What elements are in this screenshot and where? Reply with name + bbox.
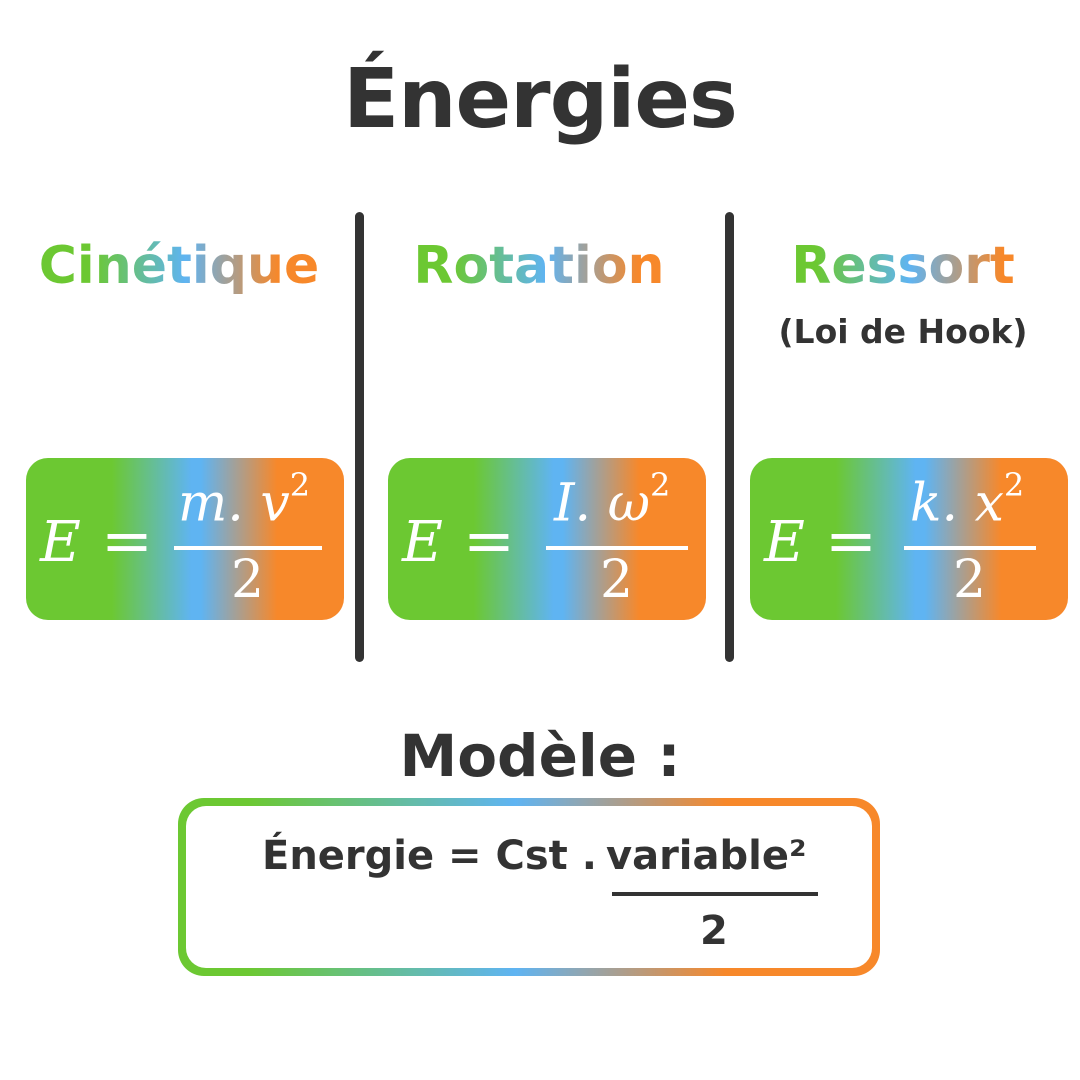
- model-expression: Énergie = Cst .: [262, 833, 597, 879]
- formula-exponent: 2: [289, 466, 311, 504]
- formula-numerator: I. ω2: [554, 466, 670, 534]
- formula-numerator-text: k. x: [910, 473, 1004, 534]
- subheading-ressort: (Loi de Hook): [778, 312, 1028, 351]
- formula-equals: =: [825, 504, 877, 577]
- formula-numerator: m. v2: [178, 466, 310, 534]
- heading-ressort: Ressort: [748, 236, 1058, 296]
- formula-lhs: E: [402, 510, 443, 575]
- fraction-bar: [904, 546, 1036, 550]
- fraction-bar: [546, 546, 688, 550]
- formula-card-ressort: E = k. x2 2: [750, 458, 1068, 620]
- column-divider-1: [355, 212, 364, 662]
- formula-card-rotation: E = I. ω2 2: [388, 458, 706, 620]
- heading-rotation: Rotation: [384, 236, 694, 296]
- model-box-inner: [186, 806, 872, 968]
- formula-lhs: E: [764, 510, 805, 575]
- formula-numerator-text: m. v: [178, 473, 290, 534]
- formula-denominator: 2: [600, 550, 634, 610]
- formula-card-cinetique: E = m. v2 2: [26, 458, 344, 620]
- formula-equals: =: [101, 504, 153, 577]
- heading-cinetique: Cinétique: [24, 236, 334, 296]
- page-title: Énergies: [343, 52, 738, 147]
- formula-exponent: 2: [650, 466, 671, 504]
- model-box: [178, 798, 880, 976]
- model-numerator: variable²: [606, 833, 807, 879]
- model-title: Modèle :: [399, 722, 681, 790]
- fraction-bar: [174, 546, 322, 550]
- formula-numerator: k. x2: [910, 466, 1024, 534]
- formula-denominator: 2: [231, 550, 265, 610]
- formula-denominator: 2: [953, 550, 987, 610]
- formula-exponent: 2: [1003, 466, 1025, 504]
- formula-numerator-text: I. ω: [554, 473, 651, 534]
- column-divider-2: [725, 212, 734, 662]
- model-fraction-bar: [612, 892, 818, 896]
- model-denominator: 2: [700, 908, 728, 954]
- formula-lhs: E: [40, 510, 81, 575]
- formula-equals: =: [463, 504, 515, 577]
